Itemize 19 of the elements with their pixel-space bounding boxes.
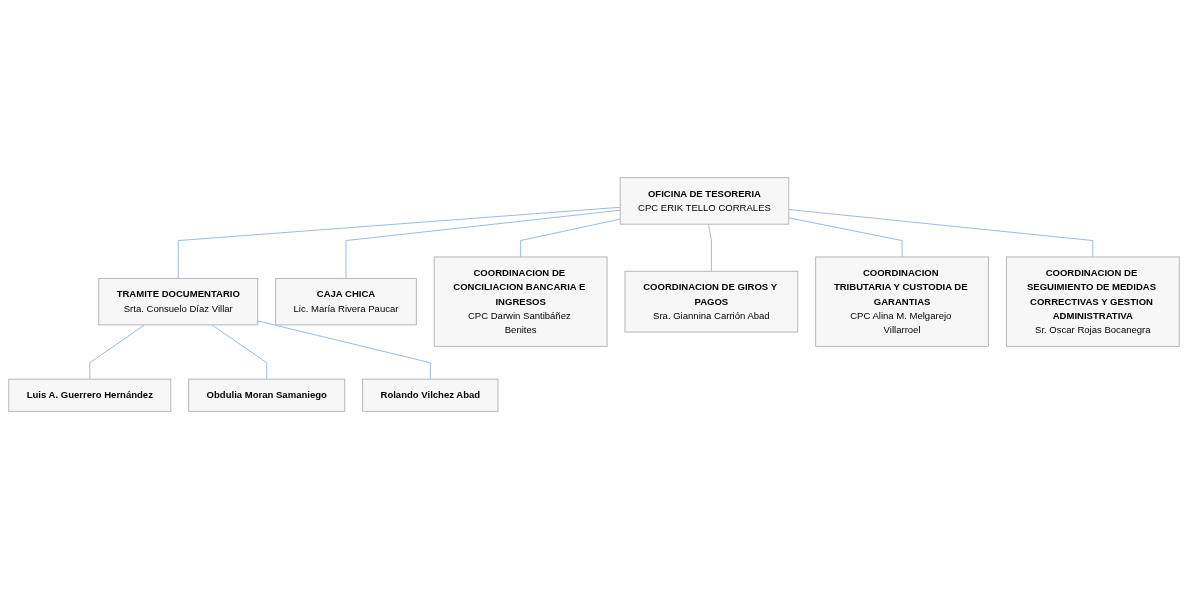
node-box: COORDINACION DE SEGUIMIENTO DE MEDIDAS CORRECTIVAS Y GESTION ADMINISTRATIVA Sr. Oscar Rojas Bocanegra: [1005, 256, 1180, 347]
node-box: COORDINACION DE CONCILIACION BANCARIA E INGRESOS CPC Darwin Santibáñez Benites: [433, 256, 607, 347]
node-box: Luis A. Guerrero Hernández: [7, 378, 171, 412]
node-box: TRAMITE DOCUMENTARIO Srta. Consuelo Díaz Villar: [97, 277, 258, 326]
node-box: CAJA CHICA Lic. María Rivera Paucar: [274, 277, 417, 326]
node-box: Rolando Vilchez Abad: [361, 378, 498, 412]
connector: [88, 324, 145, 380]
node-box: Obdulia Moran Samaniego: [187, 378, 345, 412]
connector: [345, 209, 621, 279]
connector: [210, 324, 267, 380]
connector: [707, 223, 712, 272]
node-box: COORDINACION TRIBUTARIA Y CUSTODIA DE GARANTIAS CPC Alina M. Melgarejo Villarroel: [814, 256, 989, 347]
connector: [256, 320, 431, 380]
connector: [787, 209, 1093, 258]
node-box: COORDINACION DE GIROS Y PAGOS Sra. Giannina Carrión Abad: [624, 270, 798, 333]
node-box: OFICINA DE TESORERIA CPC ERIK TELLO CORRALES: [619, 177, 789, 225]
connector: [177, 206, 621, 279]
connector: [519, 218, 621, 258]
connector: [787, 217, 903, 258]
